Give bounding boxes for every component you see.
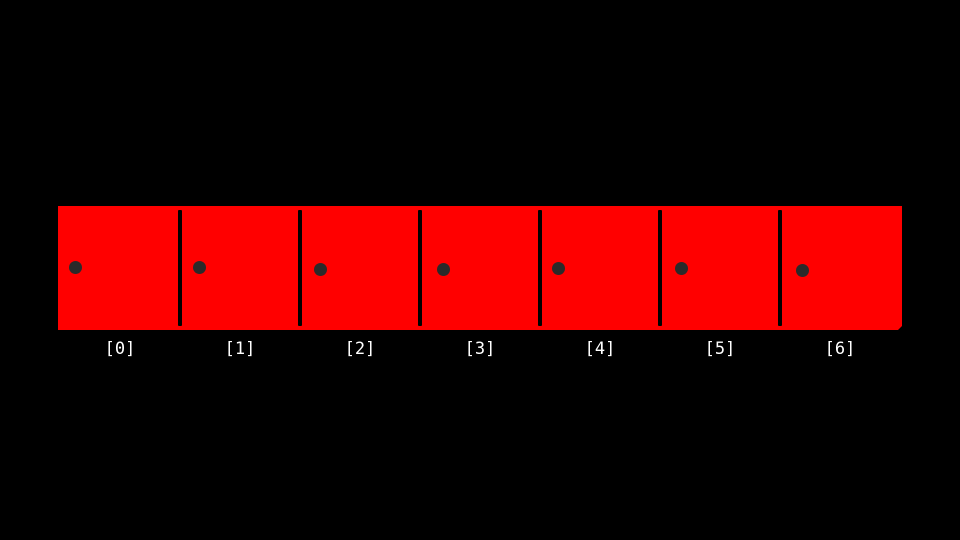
cell-dot-0 <box>69 261 82 274</box>
cell-divider <box>778 210 782 326</box>
index-label-0: [0] <box>104 339 136 359</box>
cell-dot-1 <box>193 261 206 274</box>
cell-dot-4 <box>552 262 565 275</box>
cell-dot-6 <box>796 264 809 277</box>
cell-divider <box>418 210 422 326</box>
index-label-1: [1] <box>224 339 256 359</box>
cell-divider <box>298 210 302 326</box>
cell-dot-5 <box>675 262 688 275</box>
index-label-3: [3] <box>464 339 496 359</box>
cell-divider <box>538 210 542 326</box>
index-label-4: [4] <box>584 339 616 359</box>
index-label-2: [2] <box>344 339 376 359</box>
cell-dot-2 <box>314 263 327 276</box>
corner-notch <box>898 326 902 330</box>
cell-divider <box>658 210 662 326</box>
cell-dot-3 <box>437 263 450 276</box>
cell-divider <box>178 210 182 326</box>
index-label-5: [5] <box>704 339 736 359</box>
array-strip <box>58 206 902 330</box>
index-label-6: [6] <box>824 339 856 359</box>
